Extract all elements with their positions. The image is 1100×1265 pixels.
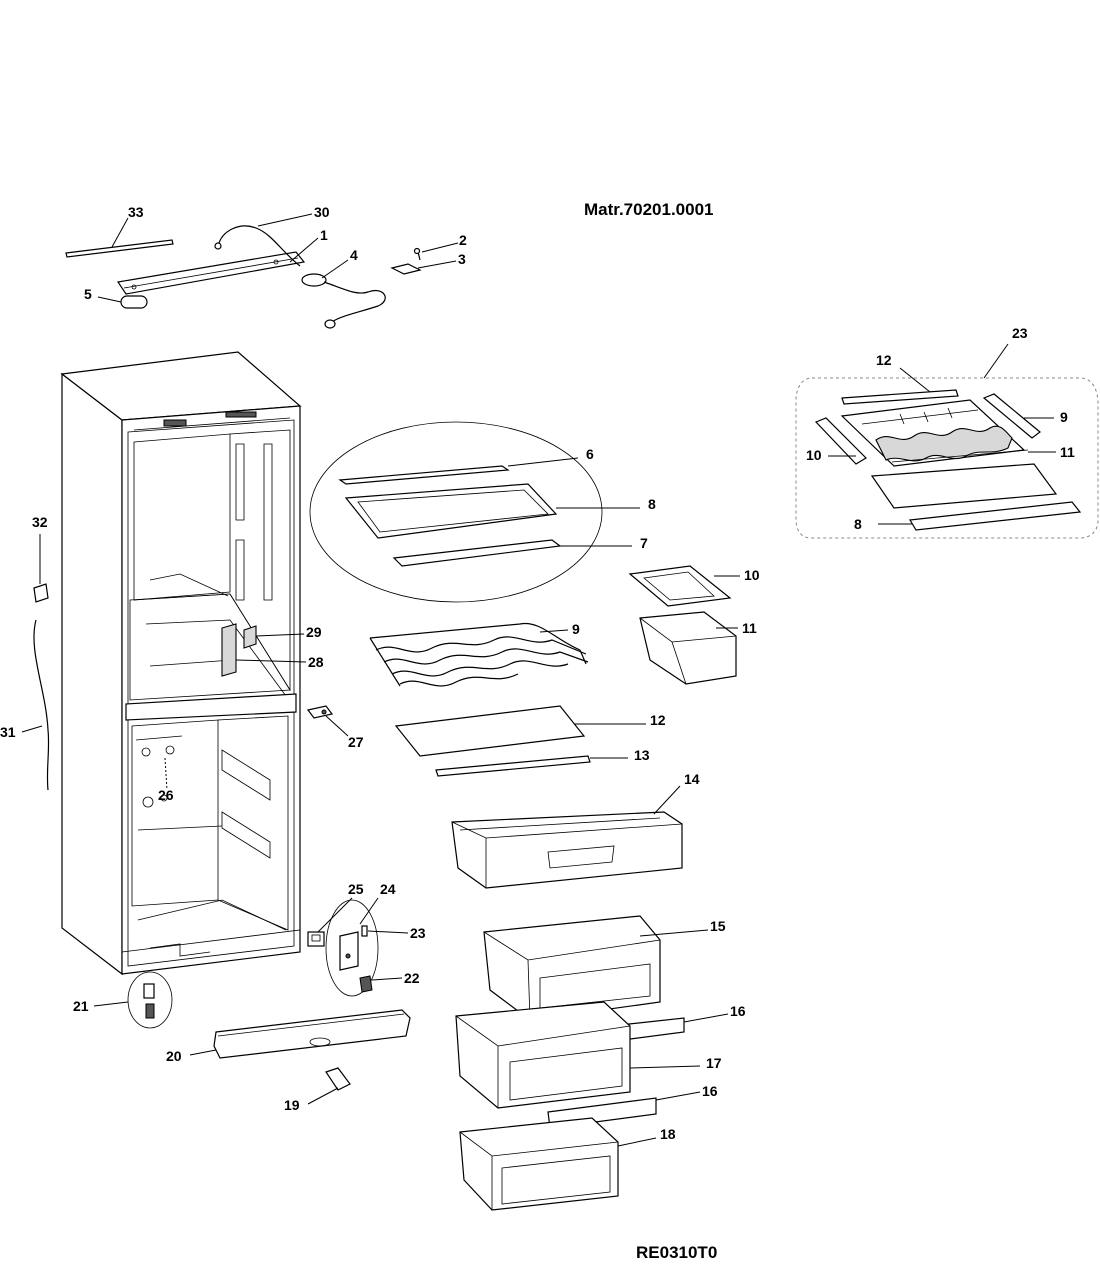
part-23-pin <box>361 925 368 937</box>
callout-19: 19 <box>284 1097 300 1113</box>
callout-1: 1 <box>320 227 328 243</box>
inset-part-8-front-trim <box>909 501 1082 531</box>
inset-callout-9: 9 <box>1060 409 1068 425</box>
part-28-vent <box>221 623 237 677</box>
callout-22: 22 <box>404 970 420 986</box>
callout-11: 11 <box>742 620 757 636</box>
callout-21: 21 <box>73 998 89 1014</box>
callout-3: 3 <box>458 251 466 267</box>
material-code: Matr.70201.0001 <box>584 200 714 219</box>
part-20-kickplate <box>213 1009 411 1059</box>
part-18-drawer <box>459 1117 619 1211</box>
callout-32: 32 <box>32 514 48 530</box>
callout-30: 30 <box>314 204 330 220</box>
part-24-bottom-hinge <box>339 931 359 971</box>
callout-28: 28 <box>308 654 324 670</box>
part-15-drawer <box>483 915 661 1021</box>
part-6-rear-trim <box>338 465 510 485</box>
shelf-group-ellipse <box>309 421 603 603</box>
part-17-drawer <box>455 1001 631 1109</box>
cabinet-body <box>60 351 302 976</box>
callout-23: 23 <box>410 925 426 941</box>
callout-8: 8 <box>648 496 656 512</box>
part-19-spacer <box>325 1067 351 1091</box>
part-9-bottle-rack <box>369 622 589 687</box>
part-25-switch <box>307 931 325 947</box>
inset-part-11-divider <box>891 449 1029 463</box>
callout-25: 25 <box>348 881 364 897</box>
callout-33: 33 <box>128 204 144 220</box>
inset-part-rack-tray <box>840 399 1026 467</box>
callout-31: 31 <box>0 724 16 740</box>
callout-24: 24 <box>380 881 396 897</box>
callout-29: 29 <box>306 624 322 640</box>
callout-17: 17 <box>706 1055 722 1071</box>
callout-20: 20 <box>166 1048 182 1064</box>
inset-callout-23: 23 <box>1012 325 1028 341</box>
callout-27: 27 <box>348 734 364 750</box>
part-8-glass-shelf <box>344 483 558 539</box>
inset-callout-12: 12 <box>876 352 892 368</box>
callout-16a: 16 <box>730 1003 746 1019</box>
callout-14: 14 <box>684 771 700 787</box>
part-5-bulb <box>120 295 148 309</box>
part-1-light-cover <box>116 251 306 295</box>
callout-2: 2 <box>459 232 467 248</box>
hinge-group-circle <box>325 899 379 997</box>
part-27-hinge <box>306 705 334 719</box>
part-12-glass-shelf <box>394 705 586 757</box>
part-3-clip <box>390 263 422 275</box>
inset-part-10-side <box>814 417 867 465</box>
callout-6: 6 <box>586 446 594 462</box>
inset-callout-11: 11 <box>1060 444 1075 460</box>
callout-26: 26 <box>158 787 174 803</box>
part-14-drawer <box>451 811 683 889</box>
callout-9: 9 <box>572 621 580 637</box>
part-10-small-lid <box>628 565 732 607</box>
inset-callout-8: 8 <box>854 516 862 532</box>
part-4-lamp-holder <box>301 273 386 329</box>
inset-callout-10: 10 <box>806 447 822 463</box>
part-31-gasket <box>33 619 50 791</box>
part-26-sensor <box>164 757 168 791</box>
callout-5: 5 <box>84 286 92 302</box>
callout-16b: 16 <box>702 1083 718 1099</box>
part-11-small-box <box>639 611 737 685</box>
part-13-shelf-trim <box>435 755 591 777</box>
part-30-wire <box>214 225 301 267</box>
part-22-foot <box>359 975 373 993</box>
part-21-leveling-foot <box>127 971 173 1029</box>
callout-4: 4 <box>350 247 358 263</box>
callout-13: 13 <box>634 747 650 763</box>
drawing-code: RE0310T0 <box>636 1243 718 1262</box>
callout-10: 10 <box>744 567 760 583</box>
inset-part-12-trim <box>841 389 959 405</box>
inset-23-frame <box>795 377 1099 539</box>
callout-12: 12 <box>650 712 666 728</box>
inset-part-9-side <box>982 393 1041 439</box>
callout-7: 7 <box>640 535 648 551</box>
callout-18: 18 <box>660 1126 676 1142</box>
inset-part-glass <box>870 463 1058 509</box>
part-29-filter <box>243 625 257 649</box>
part-33-strip <box>65 239 174 258</box>
callout-15: 15 <box>710 918 726 934</box>
part-32-cap <box>33 583 49 603</box>
part-2-screw <box>413 247 421 261</box>
part-7-front-trim <box>392 539 562 567</box>
